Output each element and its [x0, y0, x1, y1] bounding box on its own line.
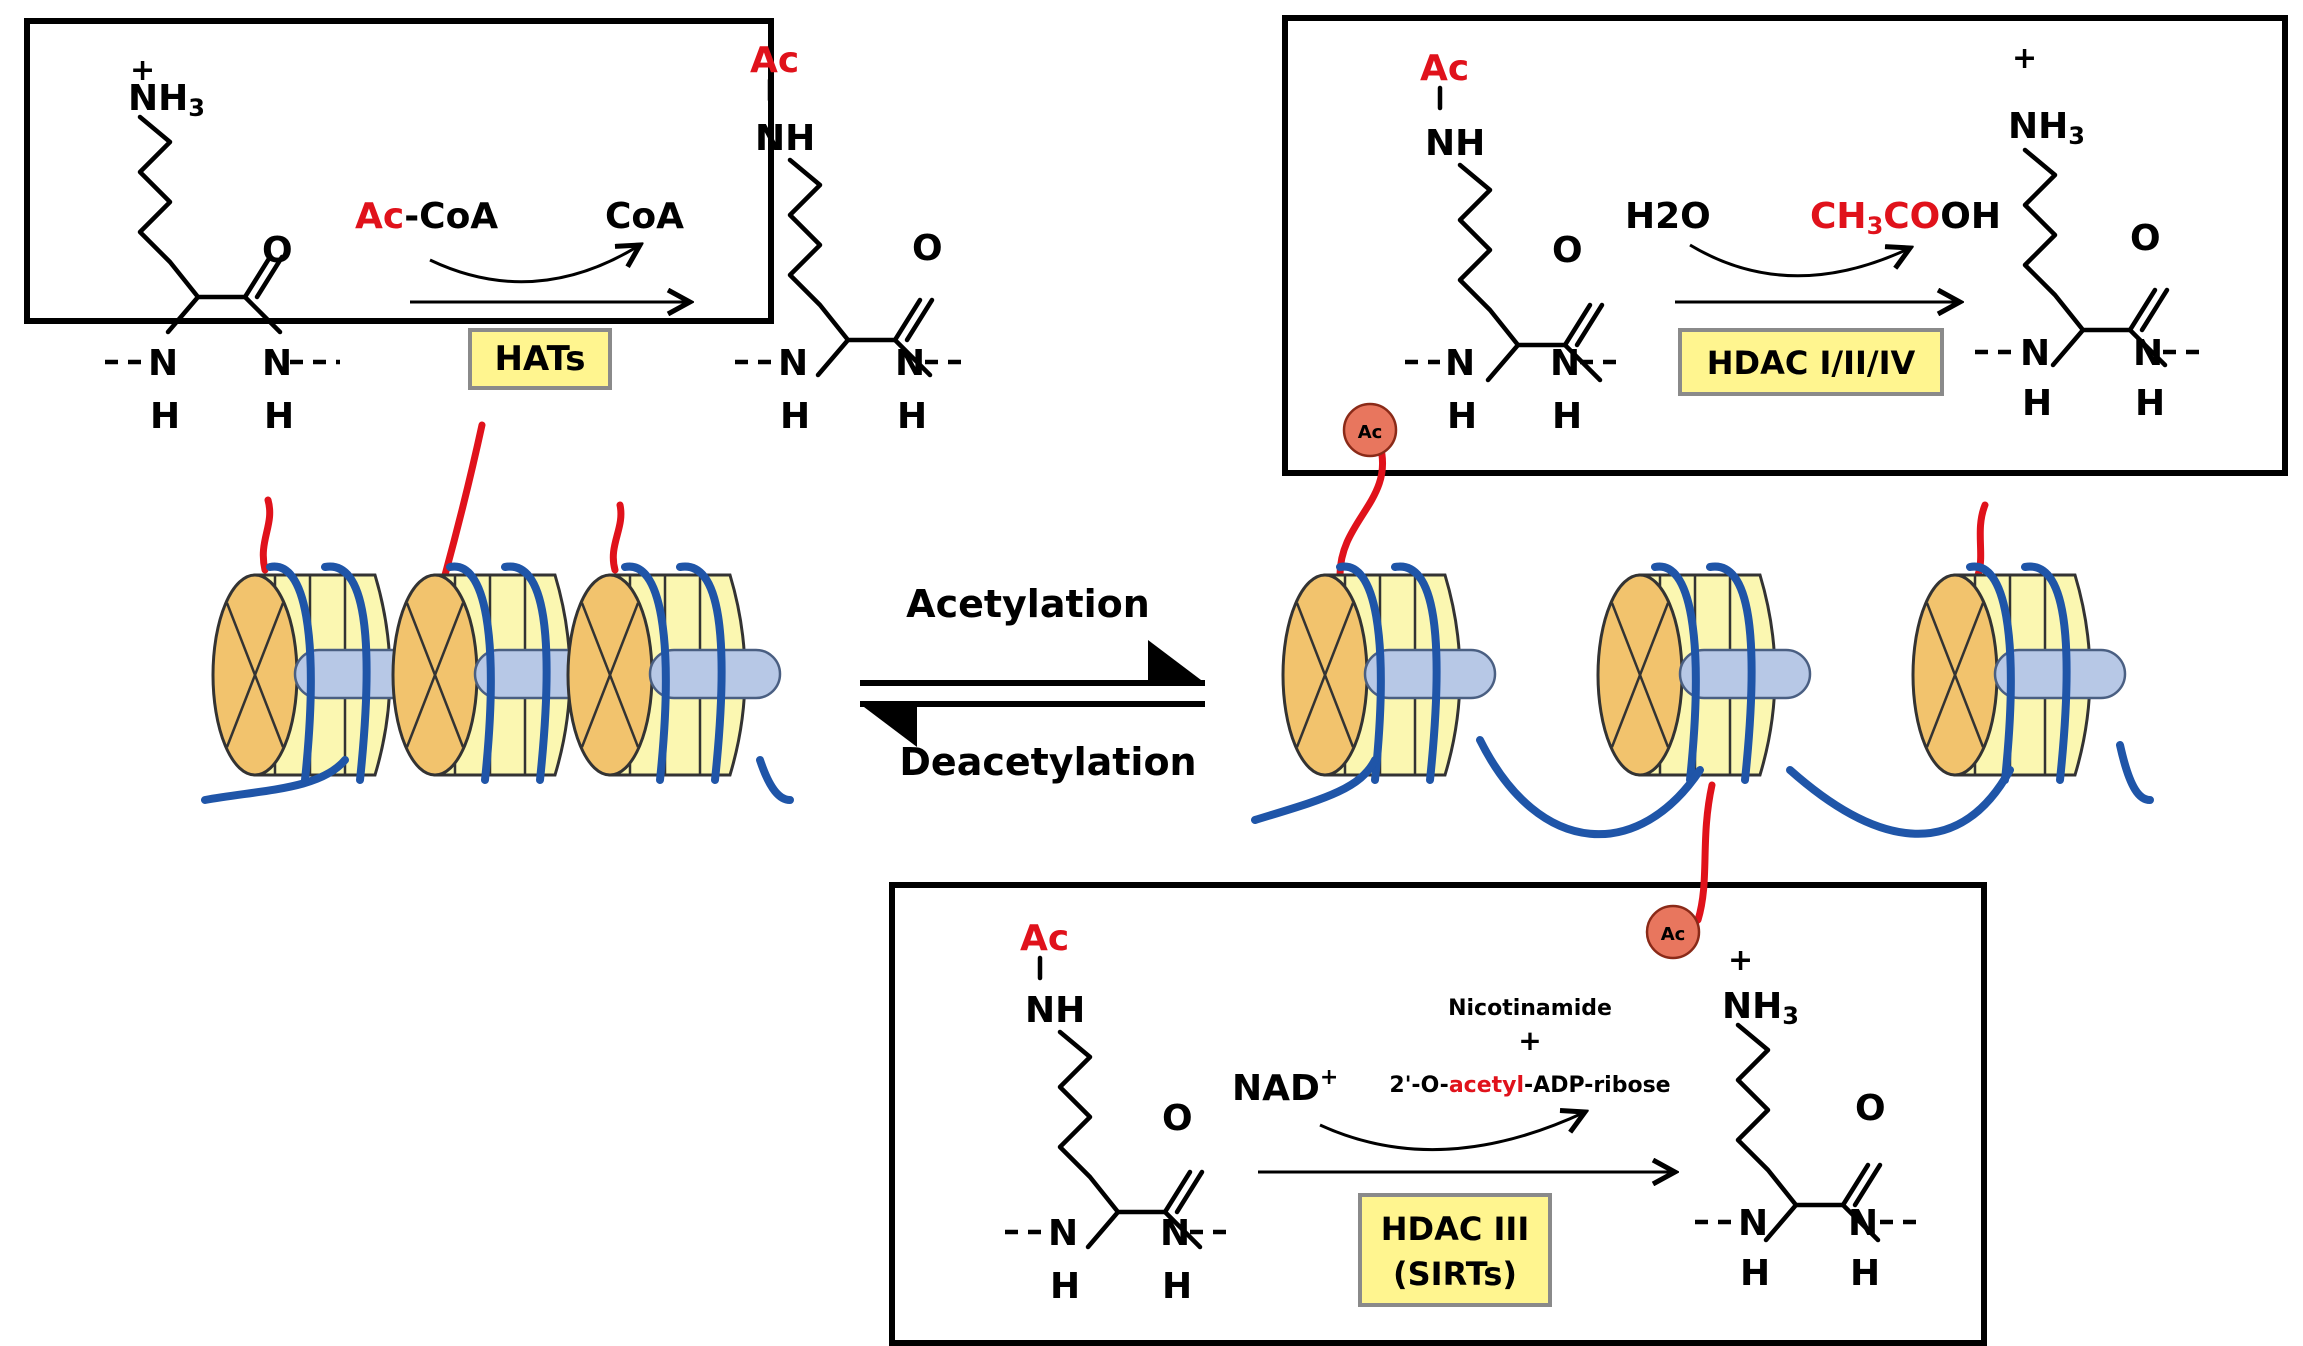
amide-h: H — [1162, 1266, 1192, 1307]
carbonyl-o: O — [1552, 230, 1583, 271]
backbone-n: N — [778, 343, 808, 384]
sirt-product-plus: + — [1518, 1024, 1541, 1057]
hat-enzyme-label: HATs — [494, 339, 585, 379]
hdac-product: CH3COOH — [1810, 196, 2001, 240]
sirt-substrate-lysine: Ac NH O N H N H — [1005, 918, 1235, 1307]
acetyl-label: Ac — [1020, 918, 1069, 959]
panel-sirt-frame — [889, 882, 1987, 1346]
nucleosome — [1598, 567, 1810, 780]
amide-h: H — [264, 396, 294, 437]
dna-strand — [201, 756, 349, 804]
dna-strand — [1476, 736, 1704, 839]
sirt-curved-arrow — [1319, 1112, 1585, 1152]
hdac-enzyme-box — [1678, 328, 1944, 396]
hdac-substrate-lysine: Ac NH O N H N H — [1405, 48, 1625, 437]
acetyl-bead-label: Ac — [1661, 924, 1686, 945]
amide-n: N — [895, 343, 925, 384]
carbonyl-o: O — [262, 230, 293, 271]
sirt-product-lysine: + NH3 O N H N H — [1695, 943, 1925, 1294]
backbone-h: H — [1740, 1253, 1770, 1294]
backbone-n: N — [1048, 1213, 1078, 1254]
condensed-chromatin — [201, 421, 794, 804]
carbonyl-o: O — [1855, 1088, 1886, 1129]
acetyl-bead-label: Ac — [1358, 422, 1383, 443]
hdac-curved-arrow — [1689, 243, 1910, 278]
amide-h: H — [1850, 1253, 1880, 1294]
dna-strand — [2116, 741, 2154, 804]
hdac-product-lysine: + NH3 O N H N H — [1975, 41, 2205, 424]
sirt-product-nicotinamide: Nicotinamide — [1448, 996, 1612, 1021]
acetylation-label: Acetylation — [906, 582, 1150, 626]
backbone-n: N — [1445, 343, 1475, 384]
hat-curved-arrow — [429, 245, 640, 284]
charge-plus: + — [2012, 41, 2037, 76]
amide-n: N — [2133, 333, 2163, 374]
charge-plus: + — [130, 53, 155, 88]
panel-hat-frame — [24, 18, 774, 324]
sirt-product-adp-ribose: 2'-O-acetyl-ADP-ribose — [1389, 1073, 1670, 1098]
reverse-arrow-head — [860, 704, 917, 747]
sirt-enzyme-label-sub: (SIRTs) — [1393, 1255, 1517, 1293]
nucleosome — [1283, 567, 1495, 780]
hat-substrate-lysine: + NH3 O N H N H — [105, 53, 340, 437]
hat-product: CoA — [605, 196, 684, 237]
dna-strand — [1251, 756, 1379, 824]
amide-h: H — [1552, 396, 1582, 437]
backbone-h: H — [1050, 1266, 1080, 1307]
histone-tail — [259, 496, 274, 574]
amide-n: N — [1550, 343, 1580, 384]
histone-tail — [1336, 441, 1387, 579]
hat-product-lysine: Ac NH O N H N H — [735, 40, 970, 437]
charge-plus: + — [1728, 943, 1753, 978]
acetyl-amine-label: NH — [1025, 990, 1085, 1031]
histone-tail — [1694, 781, 1716, 924]
sirt-reagent: NAD+ — [1232, 1065, 1338, 1109]
sirt-enzyme-box — [1358, 1193, 1552, 1307]
histone-tail — [609, 501, 625, 574]
backbone-n: N — [2020, 333, 2050, 374]
panel-hdac-frame — [1282, 15, 2288, 476]
backbone-n: N — [148, 343, 178, 384]
carbonyl-o: O — [2130, 218, 2161, 259]
backbone-h: H — [1447, 396, 1477, 437]
carbonyl-o: O — [1162, 1098, 1193, 1139]
amide-h: H — [897, 396, 927, 437]
forward-arrow-head — [1148, 640, 1205, 683]
panel-hat: + NH3 O N H N H Ac-CoA CoA HATs Ac NH O … — [24, 18, 970, 437]
carbonyl-o: O — [912, 228, 943, 269]
amide-n: N — [1160, 1213, 1190, 1254]
acetyl-label: Ac — [750, 40, 799, 81]
acetyl-label: Ac — [1420, 48, 1469, 89]
hat-reagent: Ac-CoA — [355, 196, 498, 237]
panel-hdac: Ac NH O N H N H H2O CH3COOH HDAC I/II/IV… — [1282, 15, 2288, 476]
hat-enzyme-box — [468, 328, 612, 390]
backbone-h: H — [2022, 383, 2052, 424]
relaxed-chromatin: Ac Ac — [1251, 402, 2154, 960]
amine-label: NH3 — [2008, 106, 2085, 150]
panel-sirt: Ac NH O N H N H NAD+ Nicotinamide + 2'-O… — [889, 882, 1987, 1346]
equilibrium: Acetylation Deacetylation — [860, 582, 1205, 784]
amide-h: H — [2135, 383, 2165, 424]
sirt-enzyme-label: HDAC III — [1381, 1210, 1529, 1248]
hdac-enzyme-label: HDAC I/II/IV — [1707, 344, 1916, 382]
amide-n: N — [1848, 1203, 1878, 1244]
dna-strand — [1786, 766, 2014, 838]
amine-label: NH3 — [1722, 986, 1799, 1030]
histone-tail — [441, 421, 486, 579]
dna-strand — [756, 756, 794, 804]
acetyl-bead — [1342, 402, 1398, 458]
nucleosome — [568, 567, 780, 780]
acetyl-bead — [1645, 904, 1701, 960]
backbone-h: H — [780, 396, 810, 437]
deacetylation-label: Deacetylation — [899, 740, 1196, 784]
amide-n: N — [262, 343, 292, 384]
amine-label: NH3 — [128, 78, 205, 122]
backbone-n: N — [1738, 1203, 1768, 1244]
acetyl-amine-label: NH — [1425, 123, 1485, 164]
backbone-h: H — [150, 396, 180, 437]
hdac-reagent: H2O — [1625, 196, 1711, 237]
acetyl-amine-label: NH — [755, 118, 815, 159]
nucleosome — [1913, 567, 2125, 780]
